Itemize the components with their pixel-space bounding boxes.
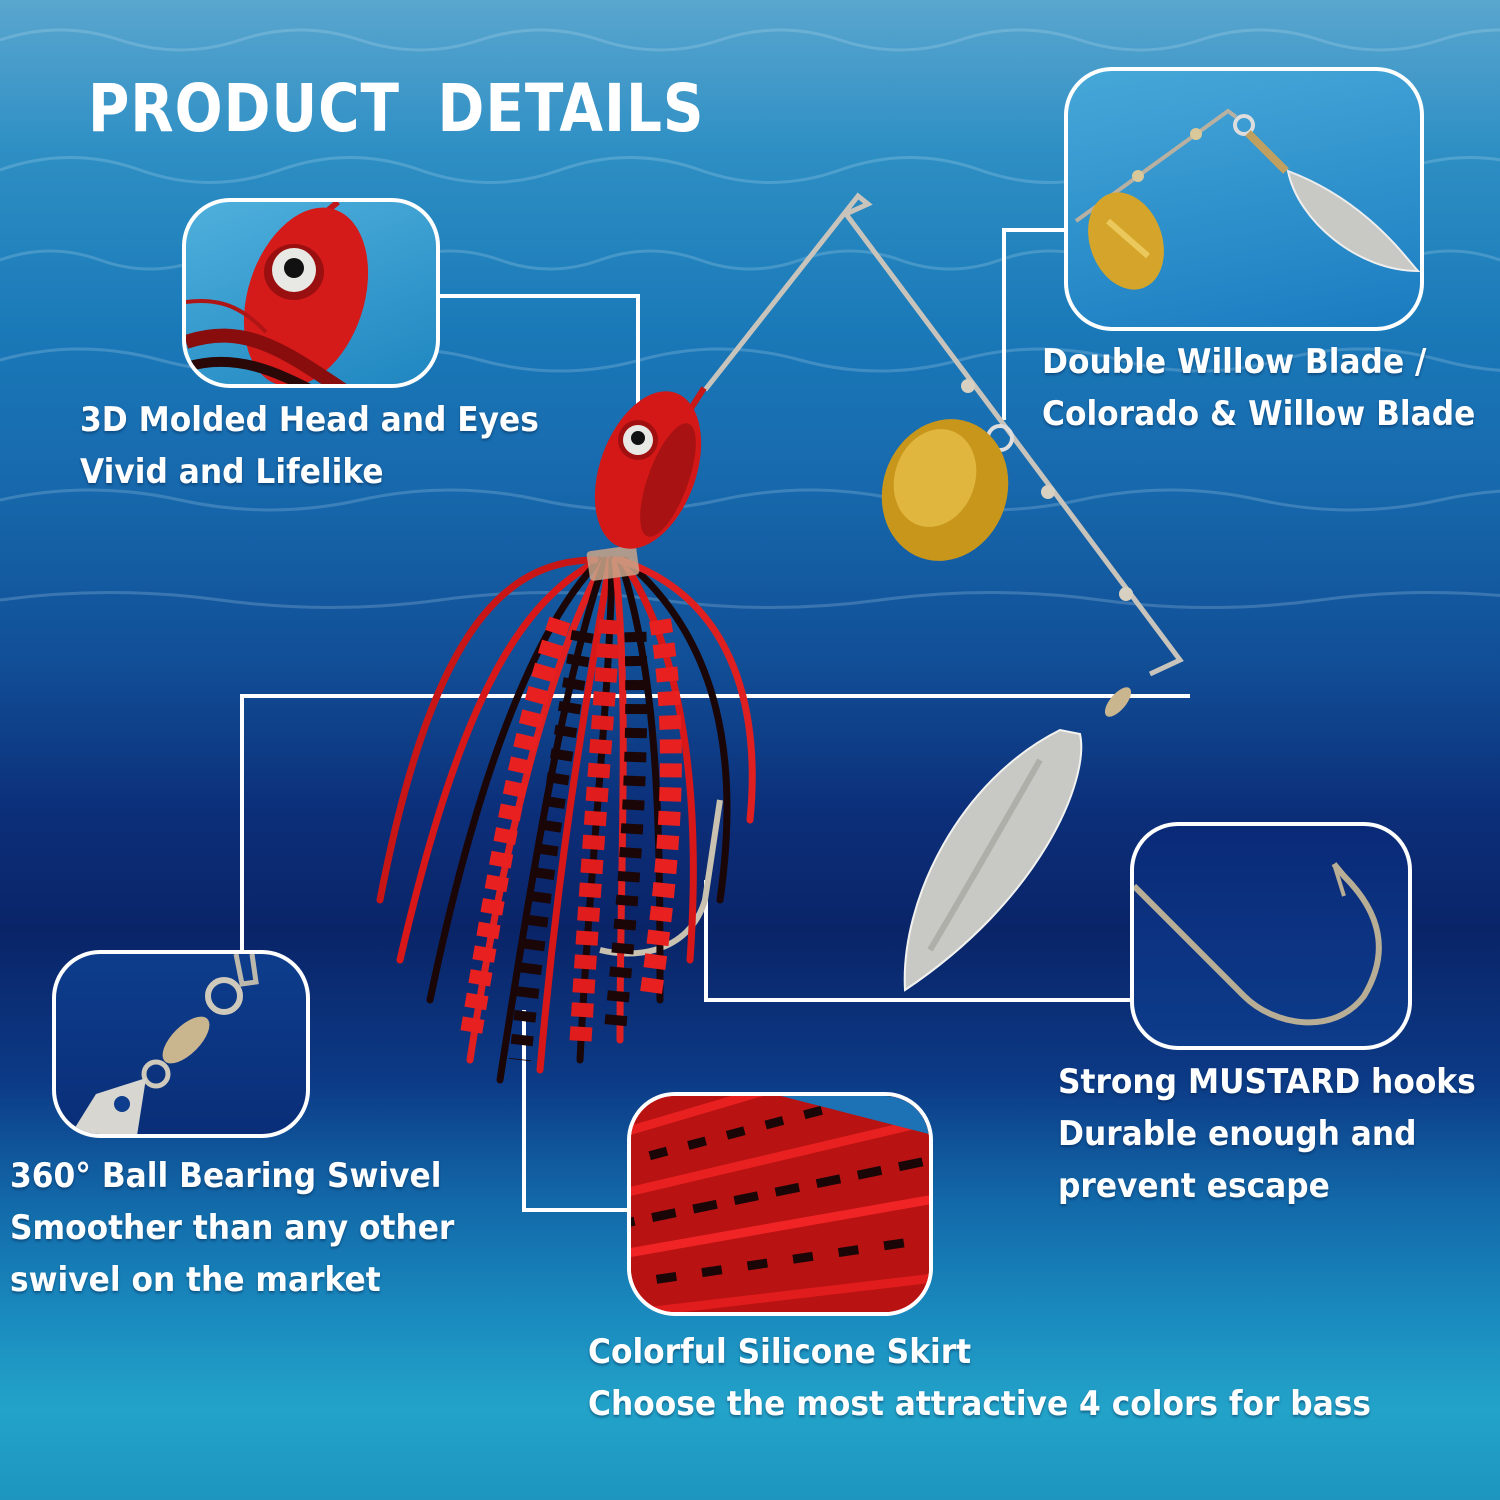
caption-hook-line-1: Strong MUSTARD hooks	[1058, 1062, 1476, 1102]
caption-swivel-line-2: Smoother than any other	[10, 1208, 455, 1248]
callout-box-skirt	[627, 1092, 933, 1316]
caption-swivel-line-1: 360° Ball Bearing Swivel	[10, 1156, 442, 1196]
caption-skirt-line-1: Colorful Silicone Skirt	[588, 1332, 972, 1372]
caption-blades: Double Willow Blade / Colorado & Willow …	[1042, 336, 1500, 440]
caption-head: 3D Molded Head and Eyes Vivid and Lifeli…	[80, 394, 579, 498]
callout-box-hook	[1130, 822, 1412, 1050]
caption-blades-line-2: Colorado & Willow Blade	[1042, 394, 1476, 434]
caption-head-line-2: Vivid and Lifelike	[80, 452, 384, 492]
lure-head-eye-icon	[186, 202, 369, 384]
caption-hook: Strong MUSTARD hooks Durable enough and …	[1058, 1056, 1500, 1212]
callout-box-blades	[1064, 67, 1424, 331]
caption-head-line-1: 3D Molded Head and Eyes	[80, 400, 539, 440]
callout-box-swivel	[52, 950, 310, 1138]
ball-bearing-swivel-icon	[71, 954, 259, 1134]
caption-skirt-line-2: Choose the most attractive 4 colors for …	[588, 1384, 1372, 1424]
caption-swivel-line-3: swivel on the market	[10, 1260, 381, 1300]
connector-lines	[240, 228, 1190, 1212]
callout-box-head	[182, 198, 440, 388]
caption-hook-line-2: Durable enough and	[1058, 1114, 1417, 1154]
caption-hook-line-3: prevent escape	[1058, 1166, 1330, 1206]
spinner-blades-icon	[1074, 108, 1420, 290]
caption-skirt: Colorful Silicone Skirt Choose the most …	[588, 1326, 1439, 1430]
caption-blades-line-1: Double Willow Blade /	[1042, 342, 1427, 382]
caption-swivel: 360° Ball Bearing Swivel Smoother than a…	[10, 1150, 493, 1306]
page-title: PRODUCT DETAILS	[88, 70, 705, 147]
fishing-hook-icon	[1134, 862, 1382, 1026]
silicone-skirt-icon	[631, 1096, 929, 1312]
